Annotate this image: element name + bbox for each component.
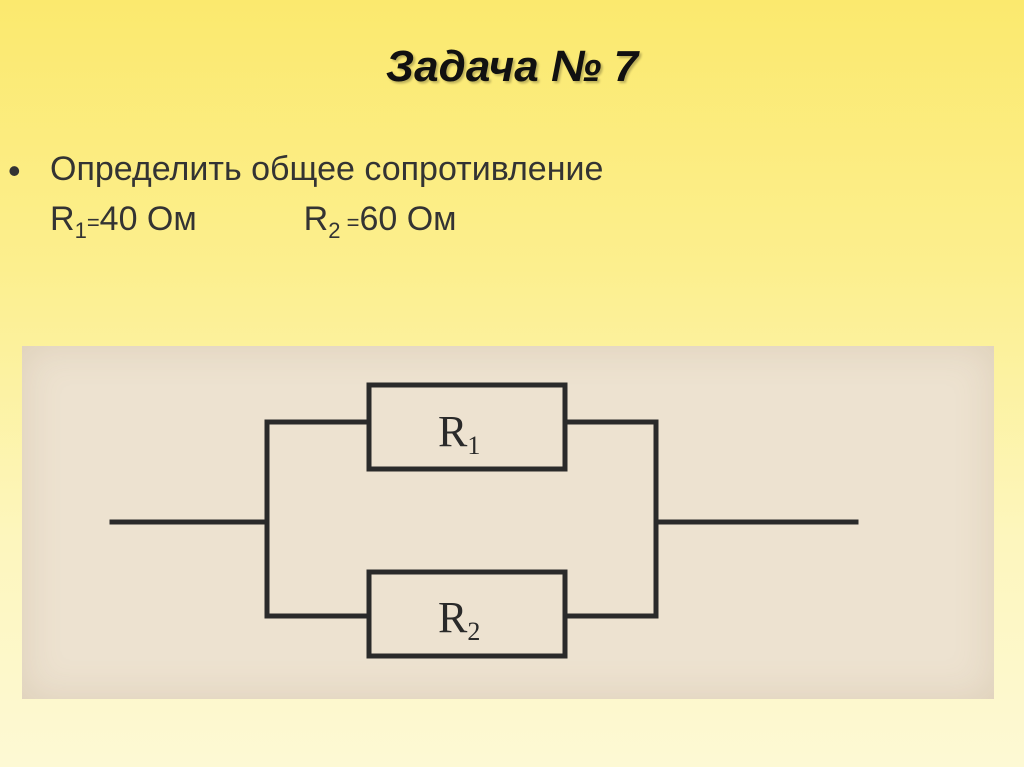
r1-equals: = [86, 210, 100, 235]
r2-equals: = [340, 210, 360, 235]
circuit-diagram: R1 R2 [109, 382, 859, 659]
r2-value: 60 Ом [359, 200, 457, 238]
bullet-marker: • [8, 150, 21, 191]
resistor-r1-body [366, 382, 568, 472]
task-text: Определить общее сопротивление [50, 150, 604, 188]
r2-symbol: R [303, 200, 329, 238]
resistor-r1-label: R1 [438, 407, 480, 460]
r1-value: 40 Ом [99, 200, 197, 238]
r1-subscript: 1 [74, 218, 87, 243]
resistor-r2-label: R2 [438, 593, 480, 646]
r1-symbol: R [50, 200, 75, 238]
circuit-figure: R1 R2 [22, 346, 994, 699]
slide-title: Задача № 7 [385, 42, 639, 91]
resistor-r2-body [366, 569, 568, 659]
r2-subscript: 2 [328, 218, 341, 243]
given-values: R1=40 Ом R2 =60 Ом [50, 200, 457, 244]
